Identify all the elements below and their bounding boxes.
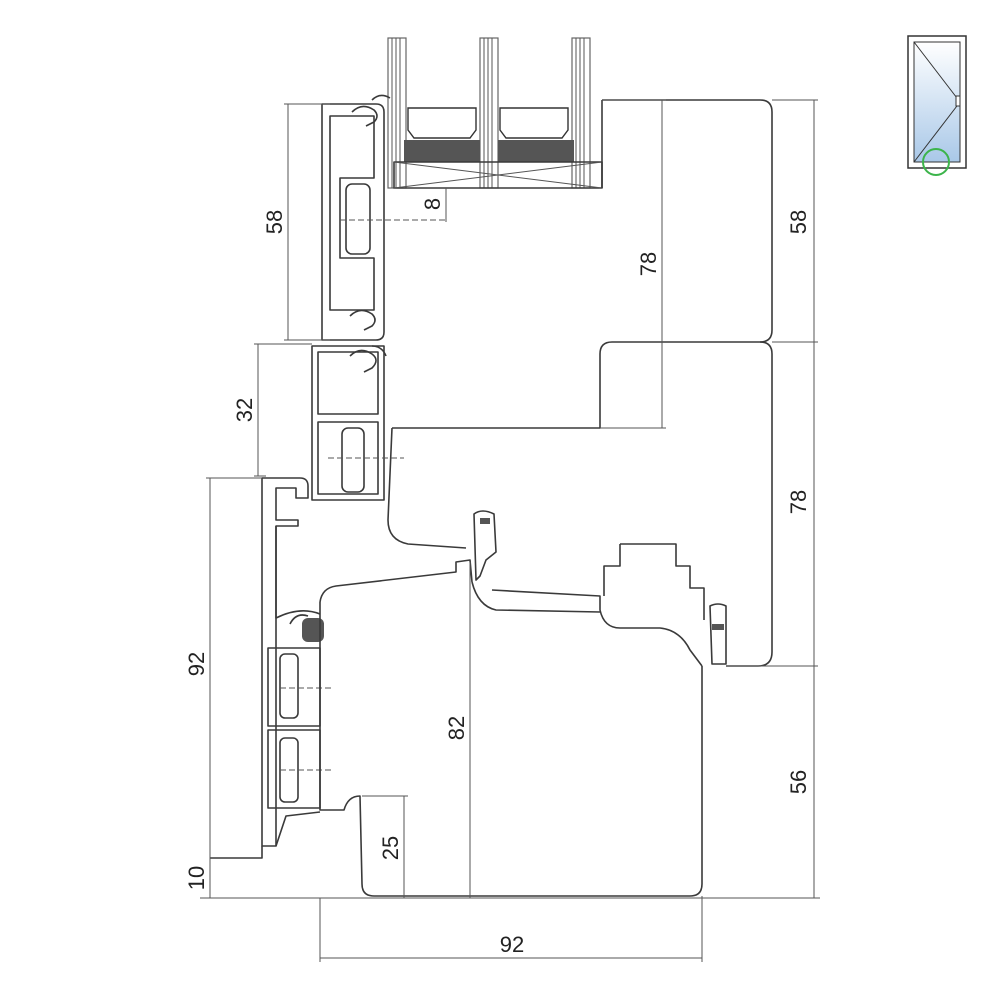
dim-sash-depth: 78 [636,252,661,276]
casement-window-icon [907,35,967,176]
dim-bottom-width: 92 [500,932,524,957]
dim-right-top: 58 [786,210,811,234]
dim-left-top: 58 [262,210,287,234]
dimension-labels: 58 32 92 10 8 78 82 25 58 78 56 92 [184,198,811,957]
dim-glass-offset: 8 [420,198,445,210]
dim-left-mid: 32 [232,398,257,422]
aluminium-cladding [210,94,446,859]
frame-profile [319,510,727,897]
dim-right-bottom: 56 [786,770,811,794]
triple-glazing [387,37,603,189]
dim-right-mid: 78 [786,490,811,514]
dim-drip: 25 [378,836,403,860]
dim-inner-sill: 82 [444,716,469,740]
section-highlight-marker [922,148,950,176]
dimension-lines [200,99,820,962]
dim-left-bottom: 10 [184,866,209,890]
sash-profile [387,99,773,667]
dim-left-frame: 92 [184,652,209,676]
